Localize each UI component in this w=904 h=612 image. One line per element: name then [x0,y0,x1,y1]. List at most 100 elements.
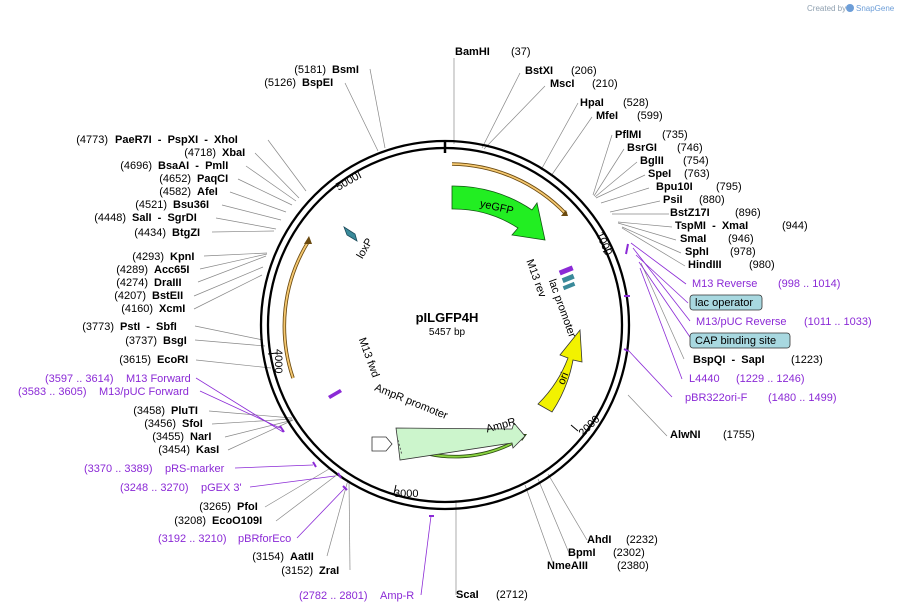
svg-text:(763): (763) [684,168,710,180]
site-label[interactable]: (4434)BtgZI [134,227,200,239]
site-label[interactable]: SpeI (763) [648,168,710,180]
svg-text:AhdI: AhdI [587,534,611,546]
site-label[interactable]: ScaI(2712) [456,589,528,601]
site-label[interactable]: (3208)EcoO109I [174,515,262,527]
svg-text:SpeI: SpeI [648,168,671,180]
ampr-feature[interactable] [395,422,526,461]
site-label[interactable]: (4293)KpnI [132,251,194,263]
feature-label[interactable]: (3583 .. 3605)M13/pUC Forward [18,386,189,398]
svg-text:(4582): (4582) [159,186,191,198]
site-label[interactable]: BspQI - SapI(1223) [693,354,823,366]
cap-site-feature[interactable] [562,281,576,291]
site-label[interactable]: BsrGI(746) [627,142,703,154]
site-label[interactable]: (3455)NarI [152,431,211,443]
site-label[interactable]: (4160)XcmI [121,303,185,315]
svg-text:SmaI: SmaI [680,233,706,245]
svg-text:(3455): (3455) [152,431,184,443]
site-label[interactable]: (3458)PluTI [133,405,198,417]
site-label[interactable]: BstZ17I(896) [670,207,761,219]
site-label[interactable]: (4696)BsaAI - PmlI [120,160,228,172]
site-label[interactable]: HpaI(528) [580,97,649,109]
svg-text:AatII: AatII [290,551,314,563]
svg-text:(3152): (3152) [281,565,313,577]
lac-operator-box[interactable] [689,294,763,311]
site-label[interactable]: (4289)Acc65I [116,264,189,276]
site-label[interactable]: (4582)AfeI [159,186,218,198]
svg-text:XbaI: XbaI [222,147,245,159]
site-label[interactable]: (3615)EcoRI [119,354,188,366]
svg-text:Amp-R: Amp-R [380,590,414,602]
svg-text:pBRforEco: pBRforEco [238,533,291,545]
site-label[interactable]: (4718) XbaI [184,147,245,159]
site-label[interactable]: TspMI - XmaI(944) [675,220,808,232]
svg-text:ZraI: ZraI [319,565,339,577]
site-label[interactable]: BpmI(2302) [568,547,645,559]
feature-label[interactable]: L4440(1229 .. 1246) [689,373,805,385]
site-label[interactable]: PflMI(735) [615,129,688,141]
site-label[interactable]: (5181)BsmI [294,64,359,76]
site-label[interactable]: (4521)Bsu36I [135,199,209,211]
m13-rev-feature[interactable] [558,265,574,276]
site-label[interactable]: AlwNI(1755) [670,429,755,441]
site-label[interactable]: SphI(978) [685,246,756,258]
site-label[interactable]: (4773)PaeR7I - PspXI - XhoI [76,134,238,146]
svg-text:(2782 .. 2801): (2782 .. 2801) [299,590,368,602]
site-label[interactable]: (3265)PfoI [199,501,258,513]
site-label[interactable]: SmaI(946) [680,233,754,245]
site-label[interactable]: (3152) ZraI [281,565,339,577]
svg-text:(2232): (2232) [626,534,658,546]
site-label[interactable]: (4652)PaqCI [159,173,228,185]
site-label[interactable]: AhdI (2232) [587,534,658,546]
svg-text:(795): (795) [716,181,742,193]
site-label[interactable]: (4274)DraIII [116,277,181,289]
feature-label[interactable]: (3370 .. 3389)pRS-marker [84,463,225,475]
yegfp-feature[interactable] [451,185,546,241]
site-label[interactable]: (5126)BspEI [264,77,333,89]
feature-label[interactable]: pBR322ori-F(1480 .. 1499) [685,392,837,404]
svg-text:(4160): (4160) [121,303,153,315]
loxp-feature[interactable] [343,226,358,242]
feature-label[interactable]: M13/pUC Reverse(1011 .. 1033) [696,316,872,328]
feature-label[interactable]: (2782 .. 2801) Amp-R [299,590,414,602]
site-label[interactable]: BglII(754) [640,155,709,167]
ampr-promoter-feature[interactable] [371,436,393,452]
lac-operator-feature[interactable] [561,273,575,284]
site-label[interactable]: NmeAIII(2380) [547,560,649,572]
svg-text:(3597 .. 3614): (3597 .. 3614) [45,373,114,385]
svg-text:M13 Reverse: M13 Reverse [692,278,757,290]
site-label[interactable]: BamHI(37) [455,46,531,58]
svg-text:(1755): (1755) [723,429,755,441]
feature-label[interactable]: (3597 .. 3614)M13 Forward [45,373,191,385]
svg-text:PaeR7I - PspXI - XhoI: PaeR7I - PspXI - XhoI [115,134,238,146]
site-label[interactable]: (3456)SfoI [144,418,203,430]
svg-text:PluTI: PluTI [171,405,198,417]
site-label[interactable]: PsiI(880) [663,194,725,206]
site-label[interactable]: BstXI(206) [525,65,597,77]
svg-text:Acc65I: Acc65I [154,264,189,276]
m13-fwd-feature[interactable] [328,389,342,399]
site-label[interactable]: (4448)SalI - SgrDI [94,212,197,224]
site-label[interactable]: MfeI(599) [596,110,663,122]
svg-text:(37): (37) [511,46,531,58]
cap-binding-box[interactable] [689,332,791,349]
site-label[interactable]: (3737)BsgI [125,335,187,347]
feature-label[interactable]: M13 Reverse(998 .. 1014) [692,278,840,290]
site-label[interactable]: Bpu10I(795) [656,181,742,193]
svg-text:BsaAI - PmlI: BsaAI - PmlI [158,160,228,172]
svg-text:(1223): (1223) [791,354,823,366]
site-label[interactable]: (3773)PstI - SbfI [82,321,177,333]
left-arc-head-icon [304,236,312,244]
site-label[interactable]: MscI(210) [550,78,618,90]
site-label[interactable]: HindIII(980) [688,259,775,271]
feature-label[interactable]: (3192 .. 3210)pBRforEco [158,533,291,545]
left-site-labels: (5181)BsmI (5126)BspEI (4773)PaeR7I - Ps… [76,64,359,577]
svg-text:(3583 .. 3605): (3583 .. 3605) [18,386,87,398]
feature-label[interactable]: (3248 .. 3270)pGEX 3' [120,482,242,494]
site-label[interactable]: (4207)BstEII [114,290,183,302]
ori-feature[interactable] [537,328,583,413]
credit-brand: SnapGene [856,4,895,13]
primer-leaders [195,242,693,596]
svg-text:(4718): (4718) [184,147,216,159]
site-label[interactable]: (3154)AatII [252,551,314,563]
site-label[interactable]: (3454)KasI [158,444,219,456]
